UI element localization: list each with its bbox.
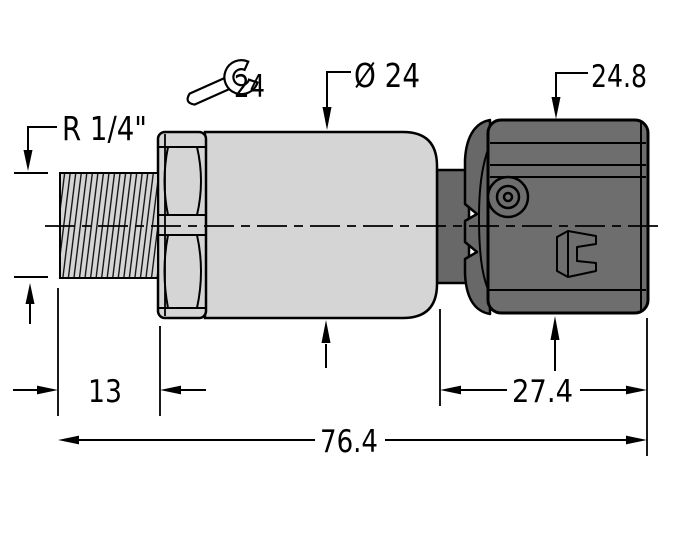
arrow-left xyxy=(160,385,181,395)
arrow-left xyxy=(440,385,461,395)
rivet-inner-circle xyxy=(502,191,514,203)
diameter-label: Ø 24 xyxy=(354,56,420,95)
body-shape xyxy=(203,130,439,320)
arrow-up xyxy=(550,316,560,340)
wrench-head xyxy=(223,59,259,96)
wrench-icon xyxy=(186,59,259,106)
connector-housing xyxy=(486,118,650,315)
arrow-up xyxy=(321,320,331,343)
total-length-label: 76.4 xyxy=(320,424,378,460)
arrow-up xyxy=(25,283,35,304)
hex-nut xyxy=(156,130,208,320)
wrench-handle xyxy=(186,75,234,106)
arrow-down xyxy=(23,150,33,171)
arrow-right xyxy=(626,385,647,395)
rivet-middle-circle xyxy=(495,184,521,210)
leader-line xyxy=(27,126,57,151)
arrow-right xyxy=(626,435,647,445)
hex-facet-curve xyxy=(196,146,202,216)
leader-line xyxy=(555,72,588,97)
clip-shape xyxy=(556,230,597,278)
dimension-thread-length: 13 xyxy=(13,288,206,416)
dimension-total-length: 76.4 xyxy=(58,424,647,460)
dimension-diameter: Ø 24 xyxy=(321,56,420,368)
dimension-thread-spec: R 1/4" xyxy=(14,109,147,324)
arrow-down xyxy=(322,107,332,130)
sensor-body xyxy=(203,130,439,320)
mounting-rivet xyxy=(486,175,530,219)
housing-shape xyxy=(486,118,650,315)
arrow-left xyxy=(58,435,79,445)
hex-facet-curve xyxy=(163,234,169,309)
leader-line xyxy=(326,71,351,107)
thread-spec-label: R 1/4" xyxy=(62,109,147,148)
housing-height-label: 24.8 xyxy=(591,59,647,95)
dimension-wrench-size: 24 xyxy=(186,59,265,106)
wrench-size-label: 24 xyxy=(234,69,265,105)
hex-facet-curve xyxy=(163,146,169,216)
hex-facet-curve xyxy=(196,234,202,309)
rivet-outer-circle xyxy=(486,175,530,219)
dimension-housing-length: 27.4 xyxy=(439,309,648,456)
retainer-clip xyxy=(556,230,597,278)
dimension-housing-height: 24.8 xyxy=(550,59,647,371)
arrow-right xyxy=(37,385,58,395)
housing-length-label: 27.4 xyxy=(512,374,573,410)
thread-length-label: 13 xyxy=(88,374,122,410)
arrow-down xyxy=(551,97,561,119)
